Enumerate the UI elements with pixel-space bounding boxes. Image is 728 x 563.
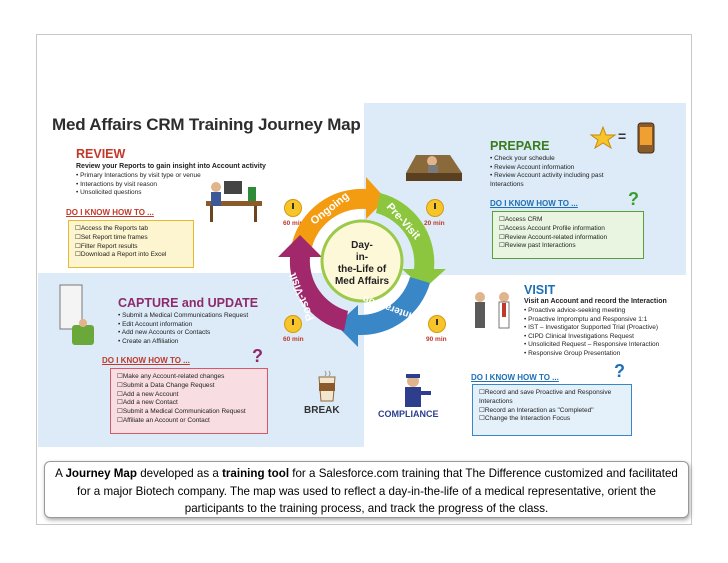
meeting-illustration — [475, 292, 510, 329]
prepare-do-i-know: DO I KNOW HOW TO ... — [490, 199, 578, 208]
compliance-officer-illustration — [405, 374, 431, 407]
journey-cycle-diagram: Day- in- the-Life of Med Affairs Ongoing… — [278, 177, 446, 347]
review-bullets: Primary Interactions by visit type or ve… — [76, 172, 201, 198]
prepare-clock-icon — [426, 199, 444, 217]
visit-bullets: Proactive advice-seeking meeting Proacti… — [524, 307, 659, 358]
capture-bullets: Submit a Medical Communications Request … — [118, 312, 248, 346]
center-line-3: the-Life of — [338, 264, 387, 275]
desk-worker-illustration — [206, 181, 262, 222]
center-line-1: Day- — [351, 240, 373, 251]
car-driver-illustration — [406, 155, 462, 181]
visit-time: 90 min — [426, 336, 447, 343]
review-title: REVIEW — [76, 147, 126, 161]
star-icon — [589, 125, 617, 149]
caption-bold-training-tool: training tool — [222, 467, 290, 480]
interaction-arrow — [336, 277, 430, 347]
caption-text-1: A — [55, 467, 66, 480]
visit-checklist: Record and save Proactive and Responsive… — [472, 384, 632, 436]
equals-sign: = — [618, 128, 627, 144]
capture-title: CAPTURE and UPDATE — [118, 296, 259, 310]
prepare-time: 20 min — [424, 220, 445, 227]
capture-time: 60 min — [283, 336, 304, 343]
phone-icon — [637, 122, 655, 154]
review-time: 60 min — [283, 220, 304, 227]
visit-title: VISIT — [524, 283, 556, 297]
visit-subtitle: Visit an Account and record the Interact… — [524, 298, 667, 305]
ongoing-arrow — [292, 177, 386, 247]
break-label: BREAK — [304, 405, 340, 416]
map-title: Med Affairs CRM Training Journey Map — [52, 115, 361, 134]
center-line-2: in- — [356, 252, 368, 263]
prepare-title: PREPARE — [490, 139, 550, 153]
review-checklist: Access the Reports tab Set Report time f… — [68, 220, 194, 268]
capture-checklist: Make any Account-related changes Submit … — [110, 368, 268, 434]
capture-question-icon: ? — [252, 346, 263, 366]
caption-box: A Journey Map developed as a training to… — [44, 461, 689, 518]
journey-map: Med Affairs CRM Training Journey Map REV… — [38, 103, 686, 447]
visit-do-i-know: DO I KNOW HOW TO ... — [471, 373, 559, 382]
capture-do-i-know: DO I KNOW HOW TO ... — [102, 356, 190, 365]
postvisit-arrow — [278, 235, 348, 331]
review-do-i-know: DO I KNOW HOW TO ... — [66, 208, 154, 217]
prepare-bullets: Check your schedule Review Account infor… — [490, 155, 610, 189]
previsit-arrow — [376, 193, 446, 289]
capture-clock-icon — [284, 315, 302, 333]
caption-text-2: developed as a — [136, 467, 223, 480]
visit-clock-icon — [428, 315, 446, 333]
review-clock-icon — [284, 199, 302, 217]
center-line-4: Med Affairs — [335, 276, 390, 287]
prepare-checklist: Access CRM Access Account Profile inform… — [492, 211, 644, 259]
visit-question-icon: ? — [614, 361, 625, 381]
compliance-label: COMPLIANCE — [378, 409, 439, 419]
prepare-question-icon: ? — [628, 189, 639, 209]
review-subtitle: Review your Reports to gain insight into… — [76, 163, 266, 170]
cycle-center-circle — [320, 219, 404, 303]
caption-text-3: for a Salesforce.com training that The D… — [77, 467, 678, 515]
caption-bold-journey-map: Journey Map — [65, 467, 137, 480]
coffee-cup-icon — [318, 370, 336, 402]
door-illustration — [59, 284, 94, 345]
